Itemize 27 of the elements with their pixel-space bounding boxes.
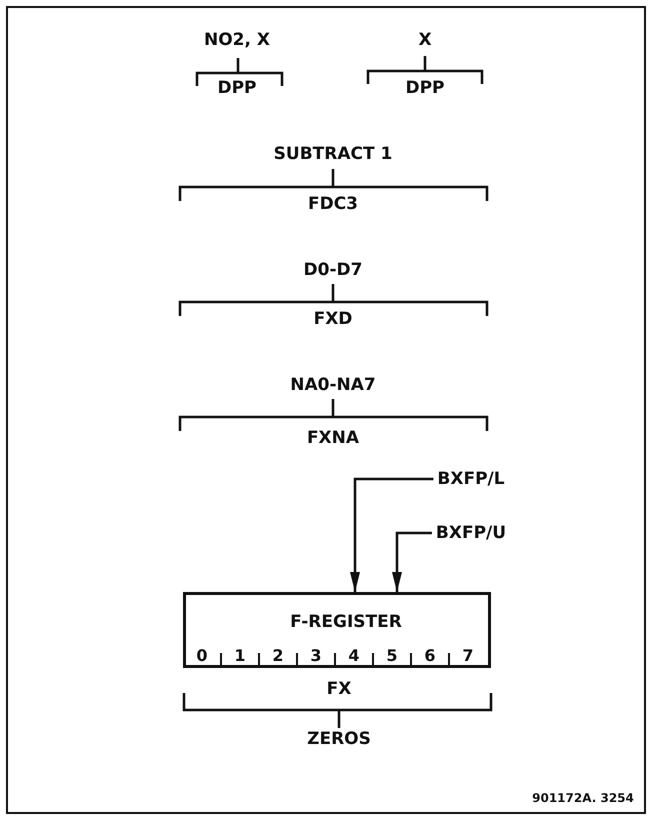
bracket-label: FXNA	[306, 428, 360, 448]
bit-number: 0	[196, 647, 208, 665]
bracket-label: FX	[326, 679, 352, 699]
register-box	[183, 592, 491, 668]
bracket-label: DPP	[405, 78, 445, 98]
bit-number: 3	[310, 647, 322, 665]
register-title: F-REGISTER	[290, 612, 402, 632]
bit-number: 1	[234, 647, 246, 665]
bit-number: 7	[462, 647, 474, 665]
arrow	[392, 532, 432, 592]
signal-label: NO2, X	[204, 30, 270, 50]
bracket-label: FXD	[314, 309, 352, 329]
bit-number: 6	[424, 647, 436, 665]
signal-label: BXFP/L	[437, 469, 505, 489]
signal-label: ZEROS	[307, 729, 371, 749]
bit-number: 2	[272, 647, 284, 665]
signal-label: SUBTRACT 1	[274, 144, 392, 164]
figure-number: 901172A. 3254	[532, 790, 634, 807]
signal-label: BXFP/U	[436, 523, 506, 543]
signal-label: NA0-NA7	[290, 375, 376, 395]
bracket-label: DPP	[217, 78, 257, 98]
bracket-label: FDC3	[308, 194, 358, 214]
arrow	[350, 478, 434, 592]
bit-number: 4	[348, 647, 360, 665]
signal-label: X	[418, 30, 432, 50]
bit-number: 5	[386, 647, 398, 665]
signal-label: D0-D7	[304, 260, 362, 280]
